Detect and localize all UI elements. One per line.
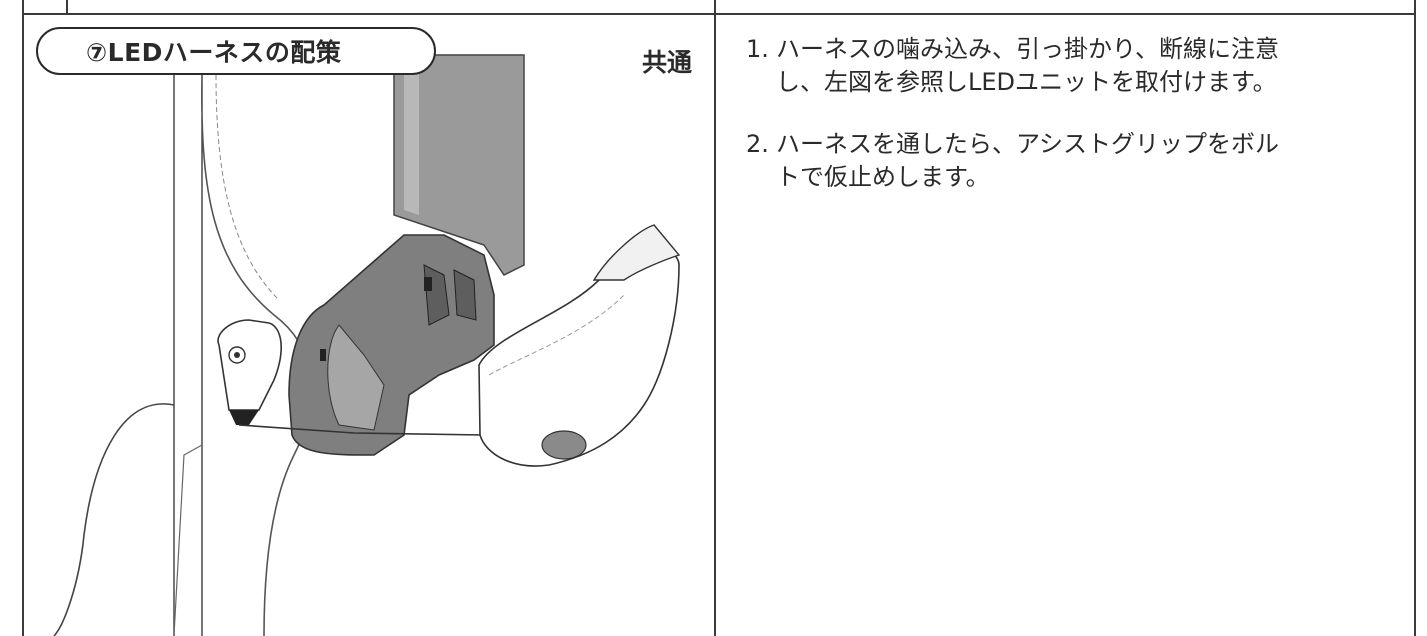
pillar-inner-line [215, 74, 280, 301]
led-unit-lens [541, 430, 587, 460]
step-text: ハーネスの噛み込み、引っ掛かり、断線に注意 し、左図を参照しLEDユニットを取付… [776, 35, 1280, 96]
grip-bracket-detail [327, 324, 385, 431]
grip-bracket-shape [288, 234, 495, 456]
frame-divider [714, 0, 716, 636]
common-label: 共通 [641, 48, 692, 77]
illustration-panel: ⑦LEDハーネスの配策 共通 [24, 15, 714, 636]
led-unit-contour [488, 294, 625, 376]
section-title: ⑦LEDハーネスの配策 [86, 38, 342, 67]
roof-column-shape [393, 54, 525, 276]
roof-column-shade [404, 65, 419, 215]
harness-illustration [53, 54, 681, 636]
clip-mark [320, 349, 326, 361]
frame-border [22, 0, 1416, 636]
frame-tick [66, 0, 68, 14]
step-list: 1. ハーネスの噛み込み、引っ掛かり、断線に注意 し、左図を参照しLEDユニット… [746, 33, 1386, 223]
bolt-hole-center [234, 352, 240, 358]
step-number: 2. [746, 130, 769, 158]
clip-mark [424, 277, 432, 291]
step-item: 1. ハーネスの噛み込み、引っ掛かり、断線に注意 し、左図を参照しLEDユニット… [746, 33, 1386, 99]
led-unit-top [592, 224, 681, 281]
bolt-bottom [229, 410, 259, 425]
bolt-tab-shape [217, 319, 282, 411]
grip-bracket-teeth [423, 264, 477, 326]
instructions-panel: 1. ハーネスの噛み込み、引っ掛かり、断線に注意 し、左図を参照しLEDユニット… [716, 15, 1414, 636]
section-title-pill: ⑦LEDハーネスの配策 [36, 27, 436, 75]
led-unit-shape [478, 245, 680, 467]
step-text: ハーネスを通したら、アシストグリップをボル トで仮止めします。 [776, 130, 1280, 191]
step-item: 2. ハーネスを通したら、アシストグリップをボル トで仮止めします。 [746, 128, 1386, 194]
pillar-edge-line [173, 444, 203, 636]
frame-top-line [22, 13, 1416, 15]
step-number: 1. [746, 35, 769, 63]
harness-wire [238, 424, 485, 436]
harness-cable-loop [53, 403, 175, 636]
